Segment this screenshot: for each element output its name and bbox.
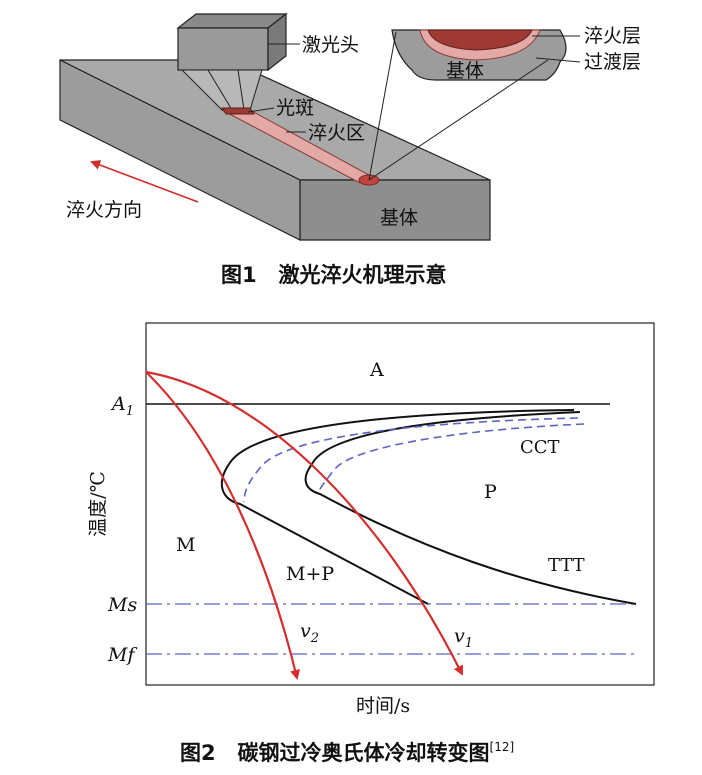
region-mixed: M+P: [286, 563, 334, 585]
label-v2: v2: [300, 620, 319, 646]
laser-spot: [221, 107, 255, 115]
cct-start-curve: [243, 417, 579, 503]
quench-direction-arrow: [90, 160, 199, 203]
label-quench-zone: 淬火区: [308, 122, 365, 144]
plot-frame: [145, 322, 655, 686]
label-transition-layer: 过渡层: [584, 51, 641, 73]
label-cct: CCT: [520, 437, 560, 458]
label-ms: Ms: [107, 594, 137, 616]
region-austenite: A: [369, 359, 384, 381]
label-a1: A1: [110, 393, 134, 419]
label-laser-head: 激光头: [302, 34, 359, 56]
fig2-caption: 图2 碳钢过冷奥氏体冷却转变图[12]: [180, 740, 514, 765]
fig1-caption: 图1 激光淬火机理示意: [221, 263, 447, 287]
cct-finish-curve: [317, 423, 585, 493]
label-inset-substrate: 基体: [446, 60, 484, 82]
cooling-curve-v2: [145, 371, 300, 680]
laser-head-front: [177, 27, 269, 71]
label-v1: v1: [454, 625, 473, 651]
laser-head-side: [267, 12, 287, 72]
cooling-curve-v1: [145, 370, 463, 676]
x-axis-label: 时间/s: [356, 695, 410, 717]
ttt-finish-curve: [304, 411, 637, 605]
y-axis-label: 温度/℃: [87, 471, 109, 537]
label-spot: 光斑: [276, 97, 314, 119]
label-quench-direction: 淬火方向: [66, 199, 142, 221]
fig1-illustration: 激光头 光斑 淬火区 淬火方向 基体 基体 淬火层 过渡层: [59, 12, 641, 241]
region-martensite: M: [176, 534, 195, 556]
label-quench-layer: 淬火层: [584, 25, 641, 47]
fig2-diagram: A1 Ms Mf A M P M+P CCT TTT v1 v2 温度/℃ 时间…: [87, 322, 655, 717]
ttt-start-curve: [221, 409, 575, 605]
inset-quench-layer: [427, 29, 533, 51]
region-pearlite: P: [484, 481, 497, 503]
label-ttt: TTT: [548, 555, 585, 576]
block-left-face: [59, 59, 301, 241]
label-mf: Mf: [107, 644, 137, 666]
label-substrate: 基体: [380, 207, 418, 229]
